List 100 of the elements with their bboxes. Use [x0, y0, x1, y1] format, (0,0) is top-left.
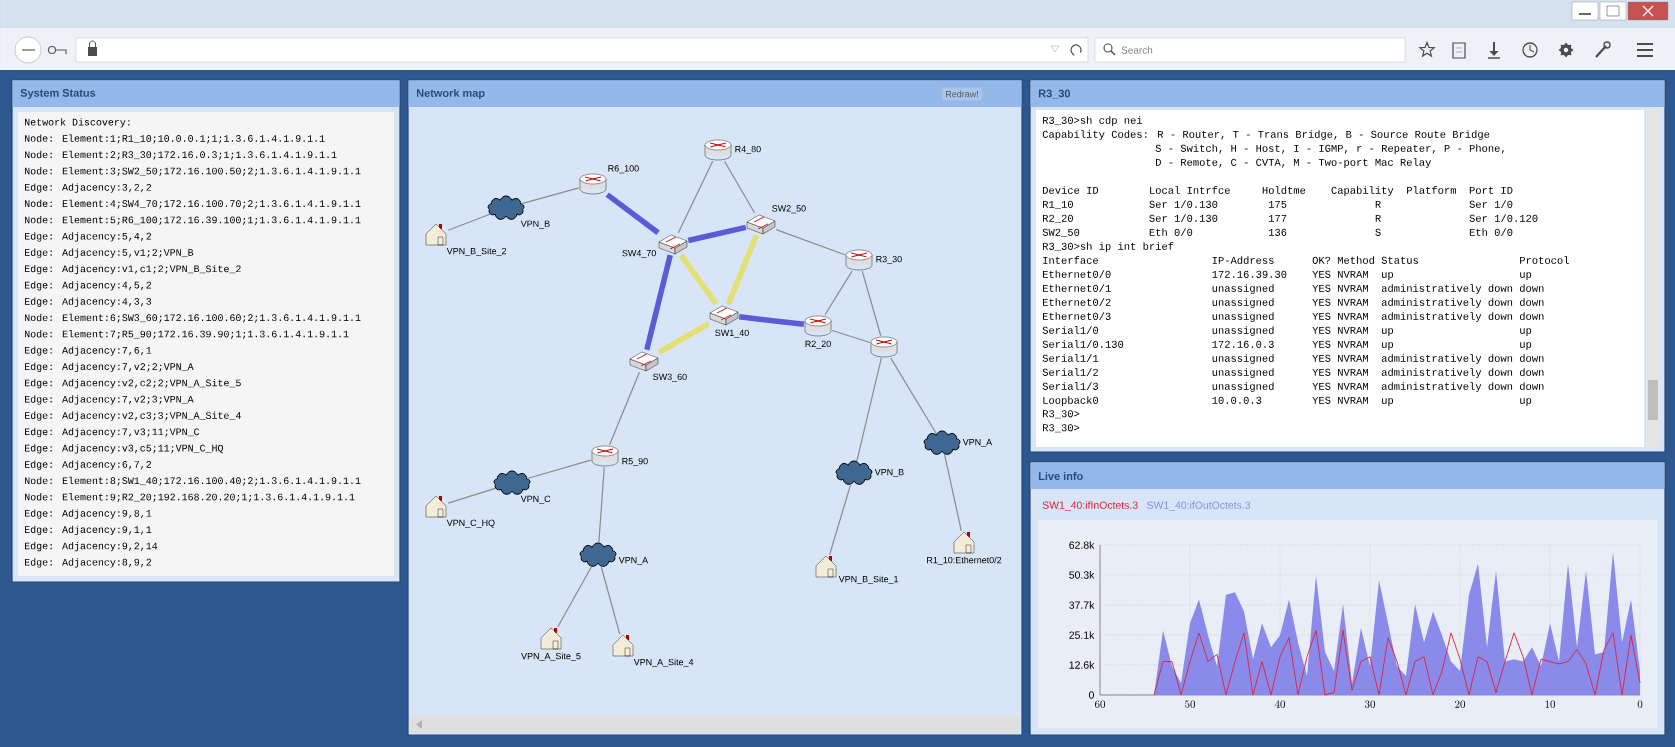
- connection-line: [856, 357, 882, 462]
- terminal-line: Interface IP-Address OK? Method Status Protocol: [1043, 256, 1569, 264]
- node-label: VPN_A: [618, 557, 649, 565]
- connection-line: [447, 487, 496, 504]
- node-label: R2_20: [805, 340, 831, 349]
- node-label: VPN_A_Site_5: [521, 652, 581, 661]
- node-label: SW1_40: [715, 329, 749, 338]
- terminal-line: Ethernet0/2 unassigned YES NVRAM administratively down down: [1043, 298, 1544, 308]
- node-label: R3_30: [876, 255, 902, 264]
- connection-line: [775, 228, 846, 256]
- x-tick-label: 0: [1637, 700, 1643, 708]
- connection-line: [861, 270, 882, 337]
- y-tick-label: 50.3k: [1069, 571, 1095, 579]
- connection-line: [678, 253, 719, 306]
- x-tick-label: 10: [1545, 700, 1556, 708]
- log-line: Edge: Adjacency:5,4,2: [25, 232, 152, 242]
- connection-line: [600, 565, 621, 635]
- node-label: VPN_C: [520, 495, 551, 504]
- y-tick-label: 37.7k: [1069, 601, 1095, 609]
- connection-line: [644, 254, 673, 351]
- terminal-line: Serial1/3 unassigned YES NVRAM administratively down down: [1042, 382, 1544, 392]
- connection-line: [598, 466, 605, 544]
- log-line: Edge: Adjacency:9,2,14: [25, 542, 158, 552]
- log-line: Node: Element:6;SW3_60;172.16.100.60;2;1.3.6.1.4.1.9.1.1: [25, 313, 361, 323]
- x-tick-label: 60: [1095, 700, 1106, 708]
- area-chart: 60 50 40 30 20 10 0 62.8k 50.3k 37.7k 25.1k 12.6k 0: [1069, 541, 1643, 708]
- log-line: Node: Element:3;SW2_50;172.16.100.50;2;1.3.6.1.4.1.9.1.1: [25, 167, 361, 177]
- terminal-line: R3_30>: [1043, 410, 1080, 419]
- connection-line: [943, 453, 962, 532]
- log-line: Edge: Adjacency:9,1,1: [25, 525, 152, 535]
- log-line: Node: Element:7;R5_90;172.16.39.90;1;1.3.6.1.4.1.9.1.1: [25, 330, 349, 340]
- log-line: Edge: Adjacency:5,v1;2;VPN_B: [25, 248, 194, 258]
- log-line: Node: Element:5;R6_100;172.16.39.100;1;1.3.6.1.4.1.9.1.1: [25, 216, 361, 225]
- line-series: [1153, 630, 1641, 696]
- terminal-line: Serial1/2 unassigned YES NVRAM administratively down down: [1042, 368, 1544, 378]
- log-line: Edge: Adjacency:4,5,2: [25, 281, 152, 291]
- terminal-line: Capability Codes: R - Router, T - Trans Bridge, B - Source Route Bridge: [1042, 130, 1490, 140]
- log-line: Node: Element:2;R3_30;172.16.0.3;1;1.3.6.1.4.1.9.1.1: [25, 150, 337, 160]
- connection-line: [447, 213, 491, 231]
- legend-text: SW1_40:ifOutOctets.3: [1147, 501, 1251, 511]
- terminal-line: R3_30>sh cdp nei: [1043, 116, 1143, 126]
- connection-line: [738, 314, 805, 328]
- node-label: SW4_70: [622, 249, 656, 258]
- y-tick-label: 62.8k: [1069, 541, 1095, 549]
- connection-line: [609, 371, 640, 446]
- node-label: VPN_A: [962, 439, 993, 447]
- log-line: Node: Element:9;R2_20;192.168.20.20;1;1.3.6.1.4.1.9.1.1: [25, 493, 355, 503]
- log-line: Node: Element:8;SW1_40;172.16.100.40;2;1.3.6.1.4.1.9.1.1: [25, 476, 361, 486]
- panel-title: Live info: [1038, 471, 1083, 480]
- terminal-line: Ethernet0/1 unassigned YES NVRAM administratively down down: [1043, 284, 1544, 294]
- terminal-line: S - Switch, H - Host, I - IGMP, r - Repeater, P - Phone,: [1155, 144, 1504, 154]
- node-label: VPN_B_Site_1: [838, 575, 899, 584]
- node-label: VPN_B: [520, 220, 550, 229]
- terminal-line: Ethernet0/0 172.16.39.30 YES NVRAM up up: [1043, 270, 1532, 280]
- terminal-line: Serial1/1 unassigned YES NVRAM administratively down down: [1042, 354, 1544, 364]
- terminal-line: R3_30>: [1043, 424, 1080, 433]
- x-tick-label: 20: [1455, 700, 1466, 708]
- node-label: R4_80: [735, 145, 761, 154]
- connection-line: [557, 566, 593, 628]
- log-line: Edge: Adjacency:7,v2;2;VPN_A: [25, 362, 194, 372]
- node-label: R1_10:Ethernet0/2: [927, 556, 1002, 565]
- router-icon: [870, 336, 898, 358]
- log-line: Network Discovery:: [25, 118, 130, 128]
- node-label: VPN_A_Site_4: [633, 658, 694, 667]
- connection-line: [677, 160, 714, 234]
- terminal-line: R2_20 Ser 1/0.130 177 R Ser 1/0.120: [1043, 214, 1538, 223]
- log-line: Edge: Adjacency:7,v2;3;VPN_A: [25, 395, 194, 405]
- terminal-line: Device ID Local Intrfce Holdtme Capability Platform Port ID: [1043, 186, 1513, 196]
- log-line: Node: Element:1;R1_10;10.0.0.1;1;1.3.6.1.4.1.9.1.1: [25, 134, 325, 144]
- connection-line: [723, 160, 756, 214]
- y-tick-label: 12.6k: [1069, 661, 1095, 669]
- connection-line: [890, 357, 937, 435]
- connection-line: [687, 224, 747, 244]
- node-label: R5_90: [622, 457, 648, 466]
- log-line: Edge: Adjacency:v2,c3;3;VPN_A_Site_4: [25, 411, 241, 421]
- log-line: Edge: Adjacency:7,6,1: [25, 346, 152, 356]
- log-line: Edge: Adjacency:6,7,2: [25, 460, 152, 470]
- terminal-line: R3_30>sh ip int brief: [1043, 242, 1174, 252]
- terminal-line: SW2_50 Eth 0/0 136 S Eth 0/0: [1042, 228, 1513, 237]
- node-label: VPN_C_HQ: [446, 519, 495, 528]
- connection-line: [526, 459, 592, 480]
- terminal-line: Serial1/0 unassigned YES NVRAM up up: [1042, 326, 1532, 336]
- connection-line: [829, 484, 852, 556]
- connection-line: [824, 270, 853, 316]
- placeholder-text: Search: [1121, 46, 1153, 54]
- terminal-line: R1_10 Ser 1/0.130 175 R Ser 1/0: [1043, 200, 1513, 209]
- terminal-line: Serial1/0.130 172.16.0.3 YES NVRAM up up: [1042, 340, 1532, 350]
- panel-title: R3_30: [1038, 89, 1071, 99]
- legend-text: SW1_40:ifInOctets.3: [1042, 501, 1138, 511]
- connection-line: [657, 321, 711, 355]
- connection-line: [521, 187, 580, 205]
- connection-line: [831, 329, 871, 344]
- y-tick-label: 25.1k: [1069, 631, 1095, 639]
- y-tick-label: 0: [1088, 691, 1094, 699]
- node-label: SW2_50: [772, 205, 806, 214]
- log-line: Edge: Adjacency:3,2,2: [25, 183, 152, 193]
- log-line: Edge: Adjacency:4,3,3: [25, 297, 152, 307]
- terminal-line: Loopback0 10.0.0.3 YES NVRAM up up: [1043, 396, 1532, 406]
- x-tick-label: 50: [1185, 700, 1196, 708]
- terminal-line: Ethernet0/3 unassigned YES NVRAM administratively down down: [1043, 312, 1544, 322]
